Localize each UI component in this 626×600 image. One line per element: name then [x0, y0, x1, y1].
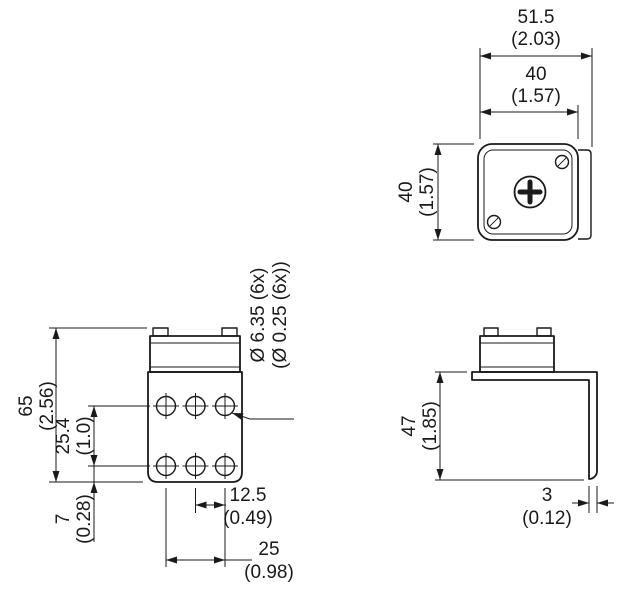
- dim-overall-height: 65 (2.56): [16, 327, 147, 483]
- dim-body-height: 40 (1.57): [396, 143, 474, 241]
- bracket-side-view: [471, 327, 598, 480]
- hole-diameter-callout: Ø 6.35 (6x) (Ø 0.25 (6x)): [231, 261, 294, 420]
- corner-screw-bottom-left-icon: [486, 214, 502, 230]
- device-housing: [477, 143, 579, 241]
- dim-overall-width: 51.5 (2.03): [479, 7, 593, 147]
- hole-diameter-in: (Ø 0.25 (6x)): [270, 261, 291, 369]
- bracket-tab-right: [221, 327, 238, 337]
- dim-body-width-in: (1.57): [511, 86, 561, 107]
- dim-row-spacing-in: (1.0): [74, 416, 95, 455]
- dim-overall-width-in: (2.03): [511, 29, 561, 50]
- hole-diameter-mm: Ø 6.35 (6x): [248, 267, 269, 362]
- dim-col-spacing-mm: 12.5: [230, 485, 267, 506]
- mounting-holes: [153, 393, 238, 479]
- dim-overall-height-in: (2.56): [37, 381, 58, 431]
- dim-flange-height-in: (1.85): [420, 401, 441, 451]
- dim-bottom-offset-in: (0.28): [74, 494, 95, 544]
- dim-row-spacing: 25.4 (1.0): [53, 405, 150, 542]
- dim-overall-width-mm: 51.5: [518, 7, 555, 28]
- front-view: [477, 143, 592, 241]
- device-housing-inner-contour: [483, 149, 573, 235]
- dim-col-span-in: (0.98): [244, 562, 294, 583]
- dim-body-width-mm: 40: [525, 64, 546, 85]
- dim-flange-thickness-mm: 3: [542, 485, 553, 506]
- dim-col-span: 25 (0.98): [166, 539, 294, 583]
- dim-row-spacing-mm: 25.4: [53, 417, 74, 454]
- dim-flange-height-mm: 47: [399, 415, 420, 436]
- dim-body-height-in: (1.57): [417, 167, 438, 217]
- dim-flange-thickness-in: (0.12): [522, 508, 572, 529]
- corner-screw-top-right-slot: [557, 157, 567, 167]
- dim-col-spacing: 12.5 (0.49): [165, 485, 273, 567]
- bracket-plate: [147, 371, 243, 483]
- dim-overall-height-mm: 65: [16, 395, 37, 416]
- dim-bottom-offset: 7 (0.28): [53, 482, 98, 544]
- bracket-tab-left: [152, 327, 169, 337]
- center-screw-icon: [513, 175, 547, 209]
- side-tab-right: [536, 327, 552, 337]
- dim-col-span-mm: 25: [258, 539, 279, 560]
- side-tab-left: [483, 327, 499, 337]
- dim-bottom-offset-mm: 7: [53, 514, 74, 525]
- dim-flange-height: 47 (1.85): [399, 371, 584, 481]
- front-bracket-flange-edge: [578, 149, 592, 240]
- dim-body-height-mm: 40: [396, 181, 417, 202]
- corner-screw-top-right-icon: [554, 154, 570, 170]
- dim-body-width: 40 (1.57): [480, 64, 579, 139]
- side-plate-and-flange: [471, 371, 598, 480]
- dim-flange-thickness: 3 (0.12): [522, 485, 614, 529]
- corner-screw-bottom-left-slot: [489, 217, 499, 227]
- bracket-front-view: [147, 327, 243, 483]
- dim-col-spacing-in: (0.49): [223, 508, 273, 529]
